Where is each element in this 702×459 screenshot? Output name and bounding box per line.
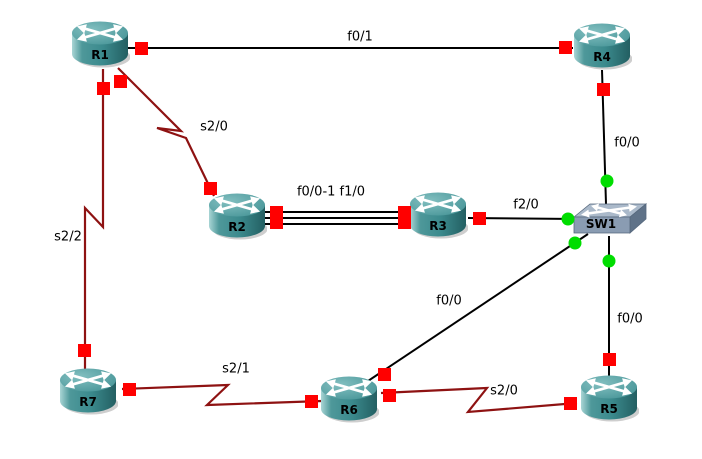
router-icon: [410, 192, 469, 239]
link-label-r1-r7: s2/2: [54, 229, 82, 245]
device-r3[interactable]: R3: [408, 192, 469, 242]
link-r4-sw1[interactable]: [601, 69, 607, 205]
device-r6[interactable]: R6: [319, 376, 380, 426]
link-label-sw1-r6: f0/0: [436, 293, 462, 309]
link-label-r7-r6: s2/1: [222, 361, 250, 377]
device-r5[interactable]: R5: [579, 375, 640, 425]
switch-icon: [572, 203, 648, 234]
link-sw1-r6[interactable]: [361, 233, 589, 386]
router-icon: [321, 376, 380, 423]
device-r2[interactable]: R2: [207, 193, 268, 243]
link-label-r6-r5: s2/0: [490, 383, 518, 399]
device-r1[interactable]: R1: [70, 21, 131, 71]
link-label-r1-r4: f0/1: [347, 29, 373, 45]
link-label-r3-sw1: f2/0: [513, 197, 539, 213]
device-sw1[interactable]: SW1: [572, 200, 648, 240]
link-r6-r5[interactable]: [380, 386, 578, 414]
router-icon: [72, 21, 131, 68]
link-r3-sw1[interactable]: [467, 217, 579, 220]
link-label-r2-r3: f0/0-1 f1/0: [296, 184, 366, 200]
router-icon: [574, 23, 633, 70]
link-label-r4-sw1: f0/0: [614, 135, 640, 151]
device-r4[interactable]: R4: [572, 23, 633, 73]
device-r7[interactable]: R7: [58, 368, 119, 418]
router-icon: [60, 368, 119, 415]
link-r1-r7[interactable]: [83, 69, 105, 372]
link-r2-r3[interactable]: [263, 211, 410, 225]
link-label-sw1-r5: f0/0: [617, 311, 643, 327]
link-r1-r2[interactable]: [117, 67, 215, 197]
link-r7-r6[interactable]: [121, 383, 323, 407]
router-icon: [209, 193, 268, 240]
router-icon: [581, 375, 640, 422]
link-label-r1-r2: s2/0: [200, 119, 228, 135]
